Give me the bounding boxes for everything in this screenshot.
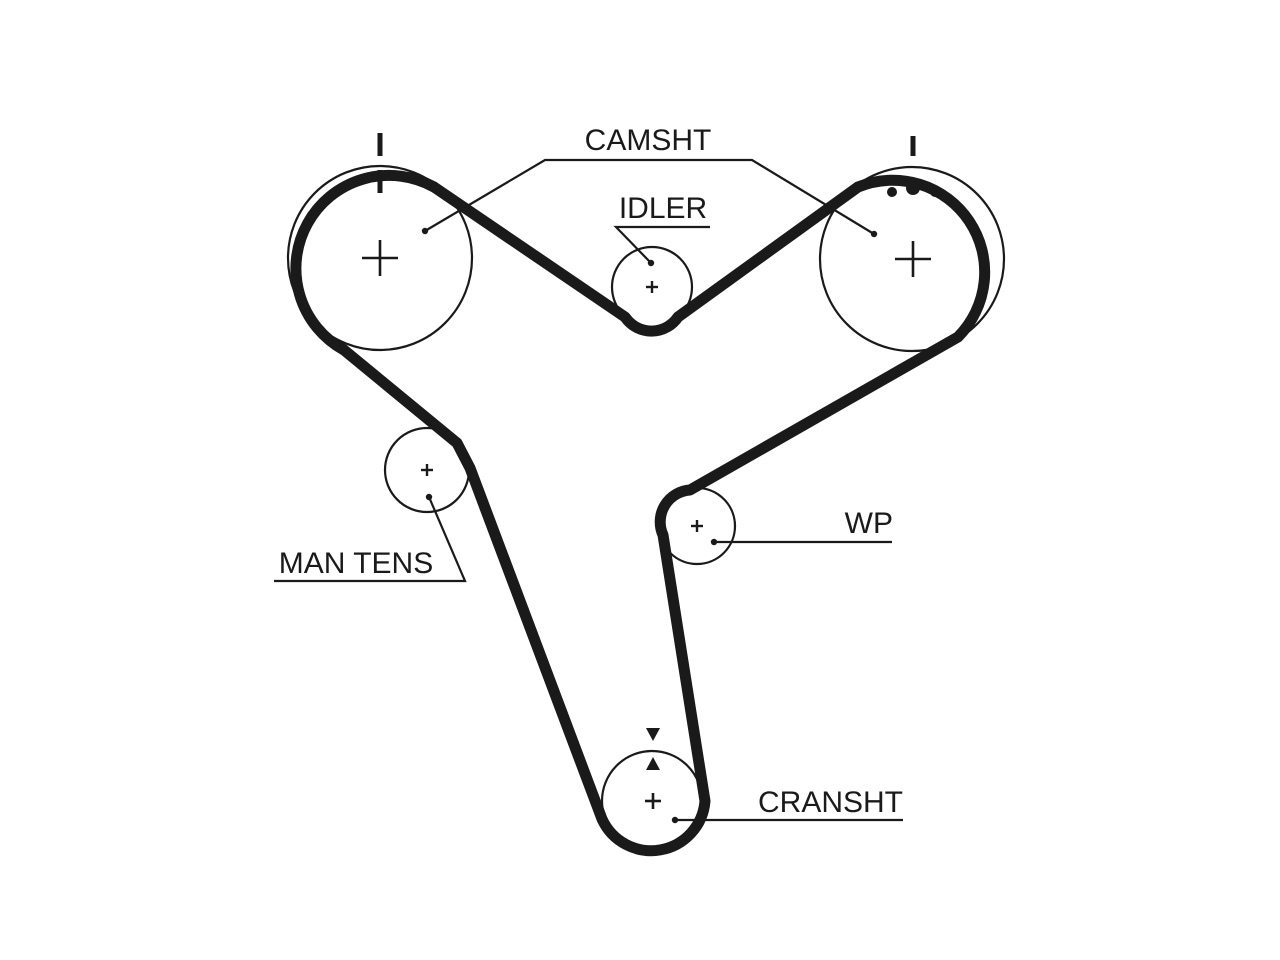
camshaft-label: CAMSHT [585,124,712,157]
crankshaft-leader-dot [671,816,679,824]
manual-tensioner-leader-line [274,496,467,583]
water-pump-center-icon [691,520,703,532]
timing-belt [290,169,991,857]
idler-center-icon [646,281,658,293]
water-pump-label: WP [845,507,893,540]
idler-leader-dot [647,259,655,267]
manual-tensioner-label: MAN TENS [279,547,433,580]
left-camshaft-center-icon [362,240,398,276]
right-camshaft-center-icon [895,241,931,277]
right-camshaft-dot-center [906,181,920,195]
manual-tensioner-center-icon [421,464,433,476]
crankshaft-label: CRANSHT [758,786,903,819]
camshaft-leader-line [424,158,875,235]
left-camshaft-pulley [286,164,474,352]
camshaft-leader-dot-right [870,230,878,238]
right-camshaft-dot-right [930,187,940,197]
right-camshaft-dot-left [887,187,897,197]
manual-tensioner-leader-dot [425,493,433,501]
crankshaft-timing-arrow-down [646,728,660,741]
camshaft-leader-dot-left [421,227,429,235]
right-camshaft-pulley [818,165,1006,353]
idler-label: IDLER [619,192,707,225]
crankshaft-center-icon [645,793,661,809]
crankshaft-timing-arrow-up [646,757,660,770]
water-pump-leader-dot [710,538,718,546]
idler-leader-line [613,225,710,264]
